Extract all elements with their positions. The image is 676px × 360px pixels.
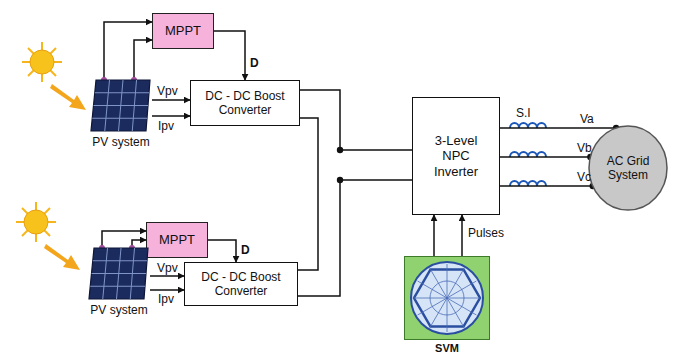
connector xyxy=(150,289,184,291)
panel-cell-line xyxy=(90,286,145,287)
sunlight-arrow xyxy=(44,244,80,270)
panel-frame xyxy=(91,80,150,131)
connector xyxy=(500,185,593,187)
connector xyxy=(104,22,152,80)
connector xyxy=(134,40,152,80)
sun-disc xyxy=(24,210,48,234)
boost-converter-box: DC - DC Boost Converter xyxy=(190,80,300,126)
panel-cell-line xyxy=(95,92,149,93)
component-label: S.I xyxy=(516,106,531,120)
edge-label: D xyxy=(250,56,259,70)
junction-dot xyxy=(337,177,343,183)
edge-label: Vc xyxy=(577,170,591,184)
svm-vector-diagram xyxy=(404,256,490,340)
connector xyxy=(208,240,236,262)
edge-label: Vb xyxy=(577,141,592,155)
edge-label: Pulses xyxy=(468,226,504,240)
sunlight-arrow xyxy=(50,84,86,110)
node-text: 3-Level NPC Inverter xyxy=(426,133,486,180)
edge-label: D xyxy=(241,243,250,257)
connector xyxy=(152,115,190,117)
panel-frame xyxy=(89,248,148,299)
node-text: DC - DC Boost Converter xyxy=(191,270,291,299)
svm-inner-circle xyxy=(430,281,464,315)
sun-disc xyxy=(30,50,54,74)
node-text: MPPT xyxy=(165,23,201,39)
svm-block: SVM xyxy=(404,256,490,358)
npc-inverter-box: 3-Level NPC Inverter xyxy=(412,97,500,215)
connector xyxy=(500,156,590,158)
node-text: PV system xyxy=(90,303,147,317)
connector xyxy=(102,231,146,248)
svm-background xyxy=(405,257,490,340)
edge-label: Ipv xyxy=(158,292,174,306)
connector xyxy=(500,127,616,129)
junction-dot xyxy=(337,147,343,153)
node-text: PV system xyxy=(92,135,149,149)
panel-cell-line xyxy=(93,260,147,261)
mppt-box: MPPT xyxy=(152,13,214,49)
panel-cell-line xyxy=(92,118,147,119)
pv-panel xyxy=(88,246,150,300)
node-text: AC Grid System xyxy=(598,154,658,183)
svm-circle xyxy=(411,262,483,334)
connector xyxy=(298,118,318,270)
panel-cell-line xyxy=(94,105,149,106)
node-text: MPPT xyxy=(159,232,195,248)
mppt-box: MPPT xyxy=(146,222,208,258)
node-text: DC - DC Boost Converter xyxy=(195,89,295,118)
node-text: SVM xyxy=(435,342,459,355)
boost-converter-box: DC - DC Boost Converter xyxy=(184,262,298,306)
connector xyxy=(150,275,184,277)
connector xyxy=(298,180,412,296)
grid-ellipse xyxy=(589,126,667,210)
pv-array: PV system xyxy=(90,78,152,150)
edge-label: Vpv xyxy=(157,84,178,98)
connector xyxy=(300,90,412,150)
connector xyxy=(461,215,463,256)
connector xyxy=(214,31,245,80)
connector xyxy=(152,99,190,101)
sun-icon xyxy=(22,42,86,110)
connector xyxy=(433,215,435,256)
pv-panel xyxy=(90,78,152,132)
edge-label: Ipv xyxy=(158,119,174,133)
ac-grid-circle: AC Grid System xyxy=(588,125,668,211)
pv-array: PV system xyxy=(88,246,150,318)
edge-label: Vpv xyxy=(157,261,178,275)
sun-icon xyxy=(16,202,80,270)
panel-cell-line xyxy=(92,273,147,274)
edge-label: Va xyxy=(580,112,594,126)
